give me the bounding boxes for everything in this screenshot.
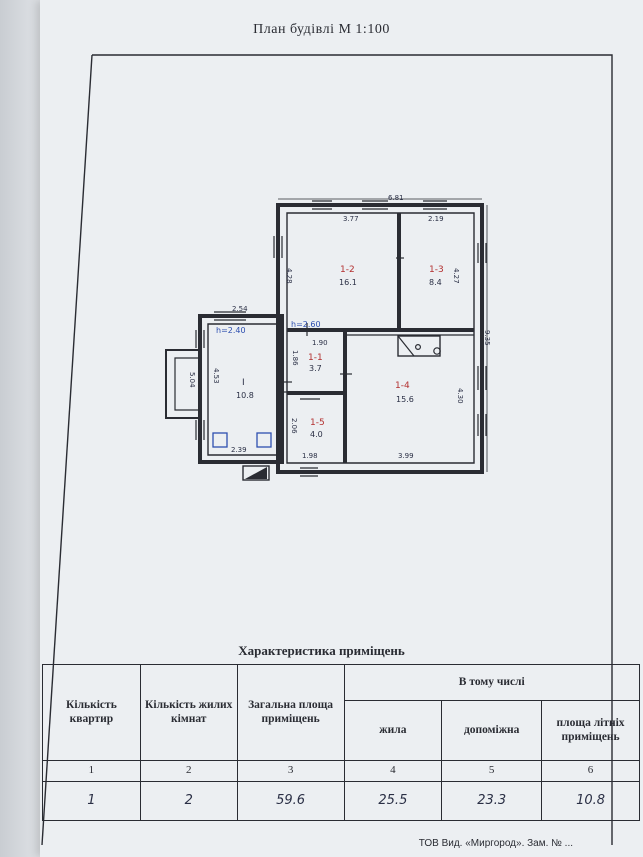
dim-porch: 5.04 — [188, 372, 196, 388]
header-apartments: Кількість квартир — [42, 664, 141, 761]
dim-veranda-bottom: 2.39 — [231, 446, 247, 454]
dim-r13-depth: 4.27 — [452, 268, 460, 284]
header-including: В тому числі — [343, 664, 640, 701]
column-number: 2 — [139, 760, 238, 782]
room-id-1-1: 1-1 — [308, 353, 323, 363]
header-total-area: Загальна площа приміщень — [236, 664, 345, 761]
characteristics-table: Кількість квартир Кількість жилих кімнат… — [42, 664, 640, 821]
value-living-rooms: 2 — [139, 781, 238, 821]
value-summer: 10.8 — [541, 781, 640, 821]
dim-r14-depth: 4.30 — [456, 388, 464, 404]
dim-r11-depth: 1.86 — [291, 350, 299, 366]
height-veranda: h=2.40 — [216, 326, 246, 335]
room-id-1-3: 1-3 — [429, 265, 444, 275]
room-area-1-1: 3.7 — [309, 364, 322, 373]
dim-total-width: 6.81 — [388, 194, 404, 202]
house-outer-wall — [276, 203, 484, 474]
column-number: 3 — [236, 760, 345, 782]
column-number: 6 — [541, 760, 640, 782]
room-area-1-3: 8.4 — [429, 278, 442, 287]
porch — [165, 349, 200, 419]
table-title: Характеристика приміщень — [238, 643, 405, 658]
veranda-wall — [198, 314, 284, 464]
room-id-1-5: 1-5 — [310, 418, 325, 428]
column-number: 5 — [441, 760, 543, 782]
header-auxiliary: допоміжна — [441, 700, 543, 761]
room-id-veranda: I — [242, 378, 245, 388]
dim-r15-width: 1.98 — [302, 452, 318, 460]
dim-total-depth: 9.35 — [483, 330, 491, 346]
room-area-veranda: 10.8 — [236, 391, 254, 400]
publisher-footer: ТОВ Вид. «Миргород». Зам. № ... — [418, 838, 573, 849]
room-area-1-5: 4.0 — [310, 430, 323, 439]
dim-r12-depth: 4.28 — [285, 268, 293, 284]
header-summer: площа літніх приміщень — [541, 700, 640, 761]
dim-r11-width: 1.90 — [312, 339, 328, 347]
header-living: жила — [343, 700, 443, 761]
dim-veranda-width: 2.54 — [232, 305, 248, 313]
dim-veranda-depth: 4.53 — [212, 368, 220, 384]
adjacent-page-edge — [0, 0, 40, 857]
value-total-area: 59.6 — [236, 781, 345, 821]
drawing-frame — [92, 54, 613, 845]
column-number: 4 — [343, 760, 443, 782]
room-id-1-2: 1-2 — [340, 265, 355, 275]
room-area-1-4: 15.6 — [396, 395, 414, 404]
value-living: 25.5 — [343, 781, 443, 821]
dim-r15-depth: 2.06 — [290, 418, 298, 434]
value-auxiliary: 23.3 — [441, 781, 543, 821]
dim-r12-width: 3.77 — [343, 215, 359, 223]
room-area-1-2: 16.1 — [339, 278, 357, 287]
value-apartments: 1 — [42, 781, 141, 821]
header-living-rooms: Кількість жилих кімнат — [139, 664, 238, 761]
height-house: h=2.60 — [291, 320, 321, 329]
dim-r14-width: 3.99 — [398, 452, 414, 460]
dim-r13-width: 2.19 — [428, 215, 444, 223]
column-number: 1 — [42, 760, 141, 782]
room-id-1-4: 1-4 — [395, 381, 410, 391]
page-title: План будівлі М 1:100 — [253, 22, 390, 37]
